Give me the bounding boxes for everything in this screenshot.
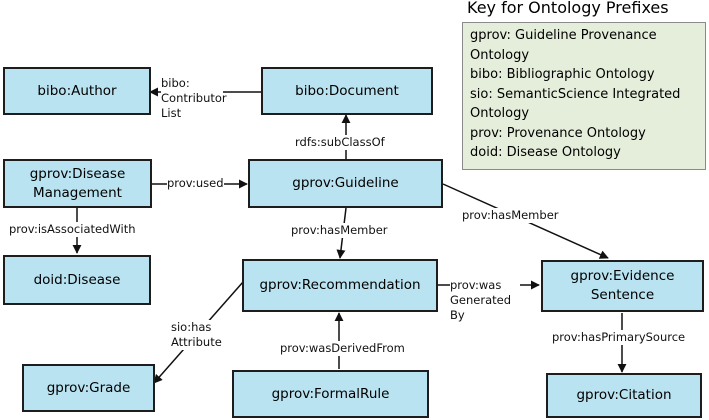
key-line: Ontology [470, 47, 530, 63]
key-line: prov: Provenance Ontology [470, 125, 646, 141]
node-label: doid:Disease [33, 271, 121, 288]
key-line: bibo: Bibliographic Ontology [470, 67, 655, 82]
edge-label-has-primary-source: prov:hasPrimarySource [552, 330, 686, 345]
node-label: gprov:Guideline [292, 175, 399, 191]
edge-label-line: bibo: [161, 76, 190, 90]
edge-label-contributor-list: bibo: Contributor List [161, 76, 227, 121]
edge-label-line: prov:was [450, 278, 502, 292]
edge-label-line: List [161, 106, 182, 120]
edge-label-line: sio:has [171, 320, 212, 334]
node-gprov-recommendation: gprov:Recommendation [242, 259, 438, 312]
node-gprov-formal-rule: gprov:FormalRule [232, 370, 429, 418]
edge-label-was-generated-by: prov:was Generated By [450, 278, 520, 323]
node-bibo-document: bibo:Document [261, 67, 433, 115]
node-gprov-citation: gprov:Citation [546, 373, 702, 418]
node-gprov-evidence-sentence: gprov:Evidence Sentence [541, 260, 704, 312]
edge-label-has-member-evidence: prov:hasMember [462, 208, 559, 223]
key-line: gprov: Guideline Provenance [470, 28, 657, 43]
key-title: Key for Ontology Prefixes [467, 0, 669, 17]
edge-label-subclass-of: rdfs:subClassOf [295, 135, 385, 150]
key-line: sio: SemanticScience Integrated [470, 86, 681, 102]
node-gprov-disease-management: gprov:Disease Management [3, 159, 152, 208]
node-label-line: gprov:Disease [29, 165, 126, 182]
node-label: gprov:Citation [576, 387, 672, 403]
edge-label-was-derived-from: prov:wasDerivedFrom [280, 341, 405, 356]
node-gprov-guideline: gprov:Guideline [248, 159, 443, 208]
node-gprov-grade: gprov:Grade [22, 364, 155, 412]
edge-label-has-attribute: sio:has Attribute [171, 320, 231, 350]
edge-label-line: By [450, 308, 465, 322]
key-line: Ontology [470, 106, 530, 121]
node-bibo-author: bibo:Author [3, 67, 151, 115]
node-label: gprov:Grade [46, 379, 131, 396]
edge-label-used: prov:used [167, 176, 224, 191]
node-label: bibo:Author [37, 82, 117, 99]
edge-label-is-associated-with: prov:isAssociatedWith [9, 222, 136, 237]
edge-label-line: Attribute [171, 335, 222, 349]
ontology-prefix-key: gprov: Guideline Provenance Ontology bib… [462, 22, 706, 170]
node-doid-disease: doid:Disease [3, 255, 151, 305]
key-line: doid: Disease Ontology [470, 145, 621, 160]
node-label-line: gprov:Evidence [570, 268, 675, 284]
node-label: gprov:FormalRule [271, 385, 390, 402]
node-label: bibo:Document [295, 82, 399, 99]
node-label-line: Management [33, 184, 122, 201]
edge-label-has-member-recommendation: prov:hasMember [291, 223, 388, 238]
node-label-line: Sentence [590, 287, 655, 303]
node-label: gprov:Recommendation [259, 277, 421, 293]
edge-label-line: Generated [450, 293, 512, 307]
edge-label-line: Contributor [161, 91, 227, 105]
